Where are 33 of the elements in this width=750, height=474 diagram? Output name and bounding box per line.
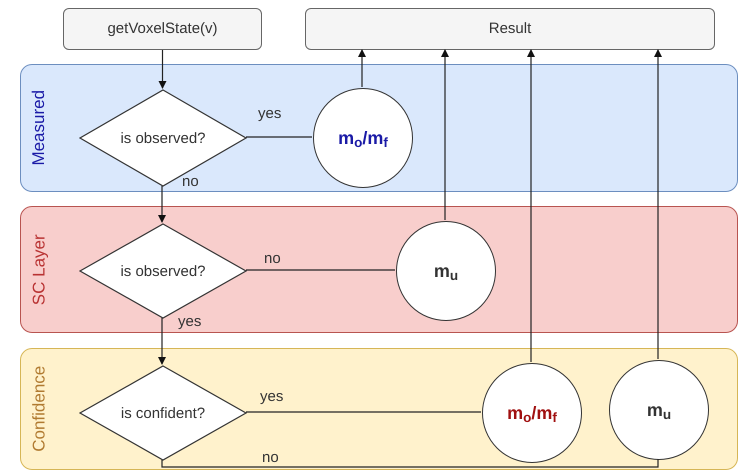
connector-arrow [158, 186, 166, 223]
swimlane [20, 64, 738, 192]
connector-arrow [158, 50, 166, 89]
lane-label: Measured [28, 90, 50, 166]
lane-label: SC Layer [28, 234, 50, 305]
edge-label: yes [178, 312, 202, 332]
edge-label: no [264, 249, 281, 269]
process-box [305, 8, 715, 50]
swimlane [20, 348, 738, 470]
connector-arrow [158, 318, 166, 365]
state-symbol: m$_{o}$/m$_{f}$ [338, 126, 388, 152]
edge-label: yes [258, 104, 282, 124]
box-text: getVoxelState(v) [107, 18, 218, 39]
connector-arrow [527, 49, 535, 362]
edge-label: yes [260, 387, 284, 407]
swimlane [20, 206, 738, 333]
state-symbol: m$_{u}$ [434, 260, 458, 284]
process-box [63, 8, 262, 50]
connector-arrow [358, 49, 366, 87]
connector-arrow [441, 49, 449, 220]
decision-text: is observed? [119, 262, 207, 280]
connector-arrow [654, 49, 662, 359]
lane-label: Confidence [28, 366, 50, 452]
edge-label: no [262, 448, 279, 468]
decision-diamond [79, 365, 247, 461]
decision-text: is observed? [119, 128, 207, 148]
decision-diamond [79, 223, 247, 319]
decision-diamond [79, 89, 247, 187]
decision-text: is confident? [120, 404, 206, 422]
box-text: Result [488, 18, 532, 39]
state-symbol: m$_{o}$/m$_{f}$ [507, 402, 557, 426]
state-symbol: m$_{u}$ [646, 398, 672, 424]
edge-label: no [182, 172, 199, 192]
